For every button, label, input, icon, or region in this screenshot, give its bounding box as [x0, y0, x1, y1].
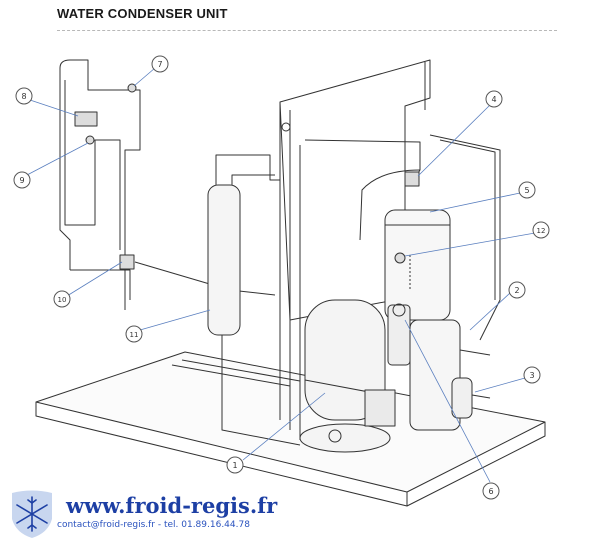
callout-2: 2: [508, 281, 526, 299]
back-panel: [279, 59, 431, 430]
svg-text:4: 4: [491, 95, 496, 104]
website-link[interactable]: www.froid-regis.fr: [66, 493, 278, 518]
callout-12: 12: [532, 221, 550, 239]
svg-text:3: 3: [529, 371, 534, 380]
sight-glass: [404, 171, 420, 187]
callout-4: 4: [485, 90, 503, 108]
svg-text:9: 9: [19, 176, 24, 185]
svg-text:8: 8: [21, 92, 26, 101]
compressor: [299, 299, 396, 453]
svg-text:12: 12: [537, 227, 546, 235]
svg-text:5: 5: [524, 186, 529, 195]
valve-8: [74, 111, 98, 127]
valve-9: [85, 135, 95, 145]
callout-11: 11: [125, 325, 143, 343]
title-divider: [57, 30, 557, 31]
callout-5: 5: [518, 181, 536, 199]
callout-1: 1: [226, 456, 244, 474]
svg-text:7: 7: [157, 60, 162, 69]
snowflake-logo-icon: [12, 490, 52, 538]
pressure-switch: [387, 303, 411, 366]
valve-10: [119, 254, 135, 270]
callout-10: 10: [53, 290, 71, 308]
callout-6: 6: [482, 482, 500, 500]
callout-8: 8: [15, 87, 33, 105]
svg-text:11: 11: [130, 331, 139, 339]
svg-text:10: 10: [58, 296, 67, 304]
svg-text:6: 6: [488, 487, 493, 496]
filter-drier: [451, 377, 491, 419]
expansion-valve: [394, 252, 406, 264]
contact-info: contact@froid-regis.fr - tel. 01.89.16.4…: [57, 520, 250, 530]
callout-3: 3: [523, 366, 541, 384]
callout-9: 9: [13, 171, 31, 189]
water-condenser: [409, 319, 491, 431]
leader-lines: [26, 67, 536, 483]
condenser-body: [384, 209, 451, 321]
left-piping: [59, 59, 276, 310]
svg-text:1: 1: [232, 461, 237, 470]
receiver-tank: [207, 154, 301, 446]
callout-markers: 1 2 3 4 5 6 7 8: [13, 55, 550, 500]
svg-text:2: 2: [514, 286, 519, 295]
callout-7: 7: [151, 55, 169, 73]
page-title: WATER CONDENSER UNIT: [57, 6, 228, 21]
